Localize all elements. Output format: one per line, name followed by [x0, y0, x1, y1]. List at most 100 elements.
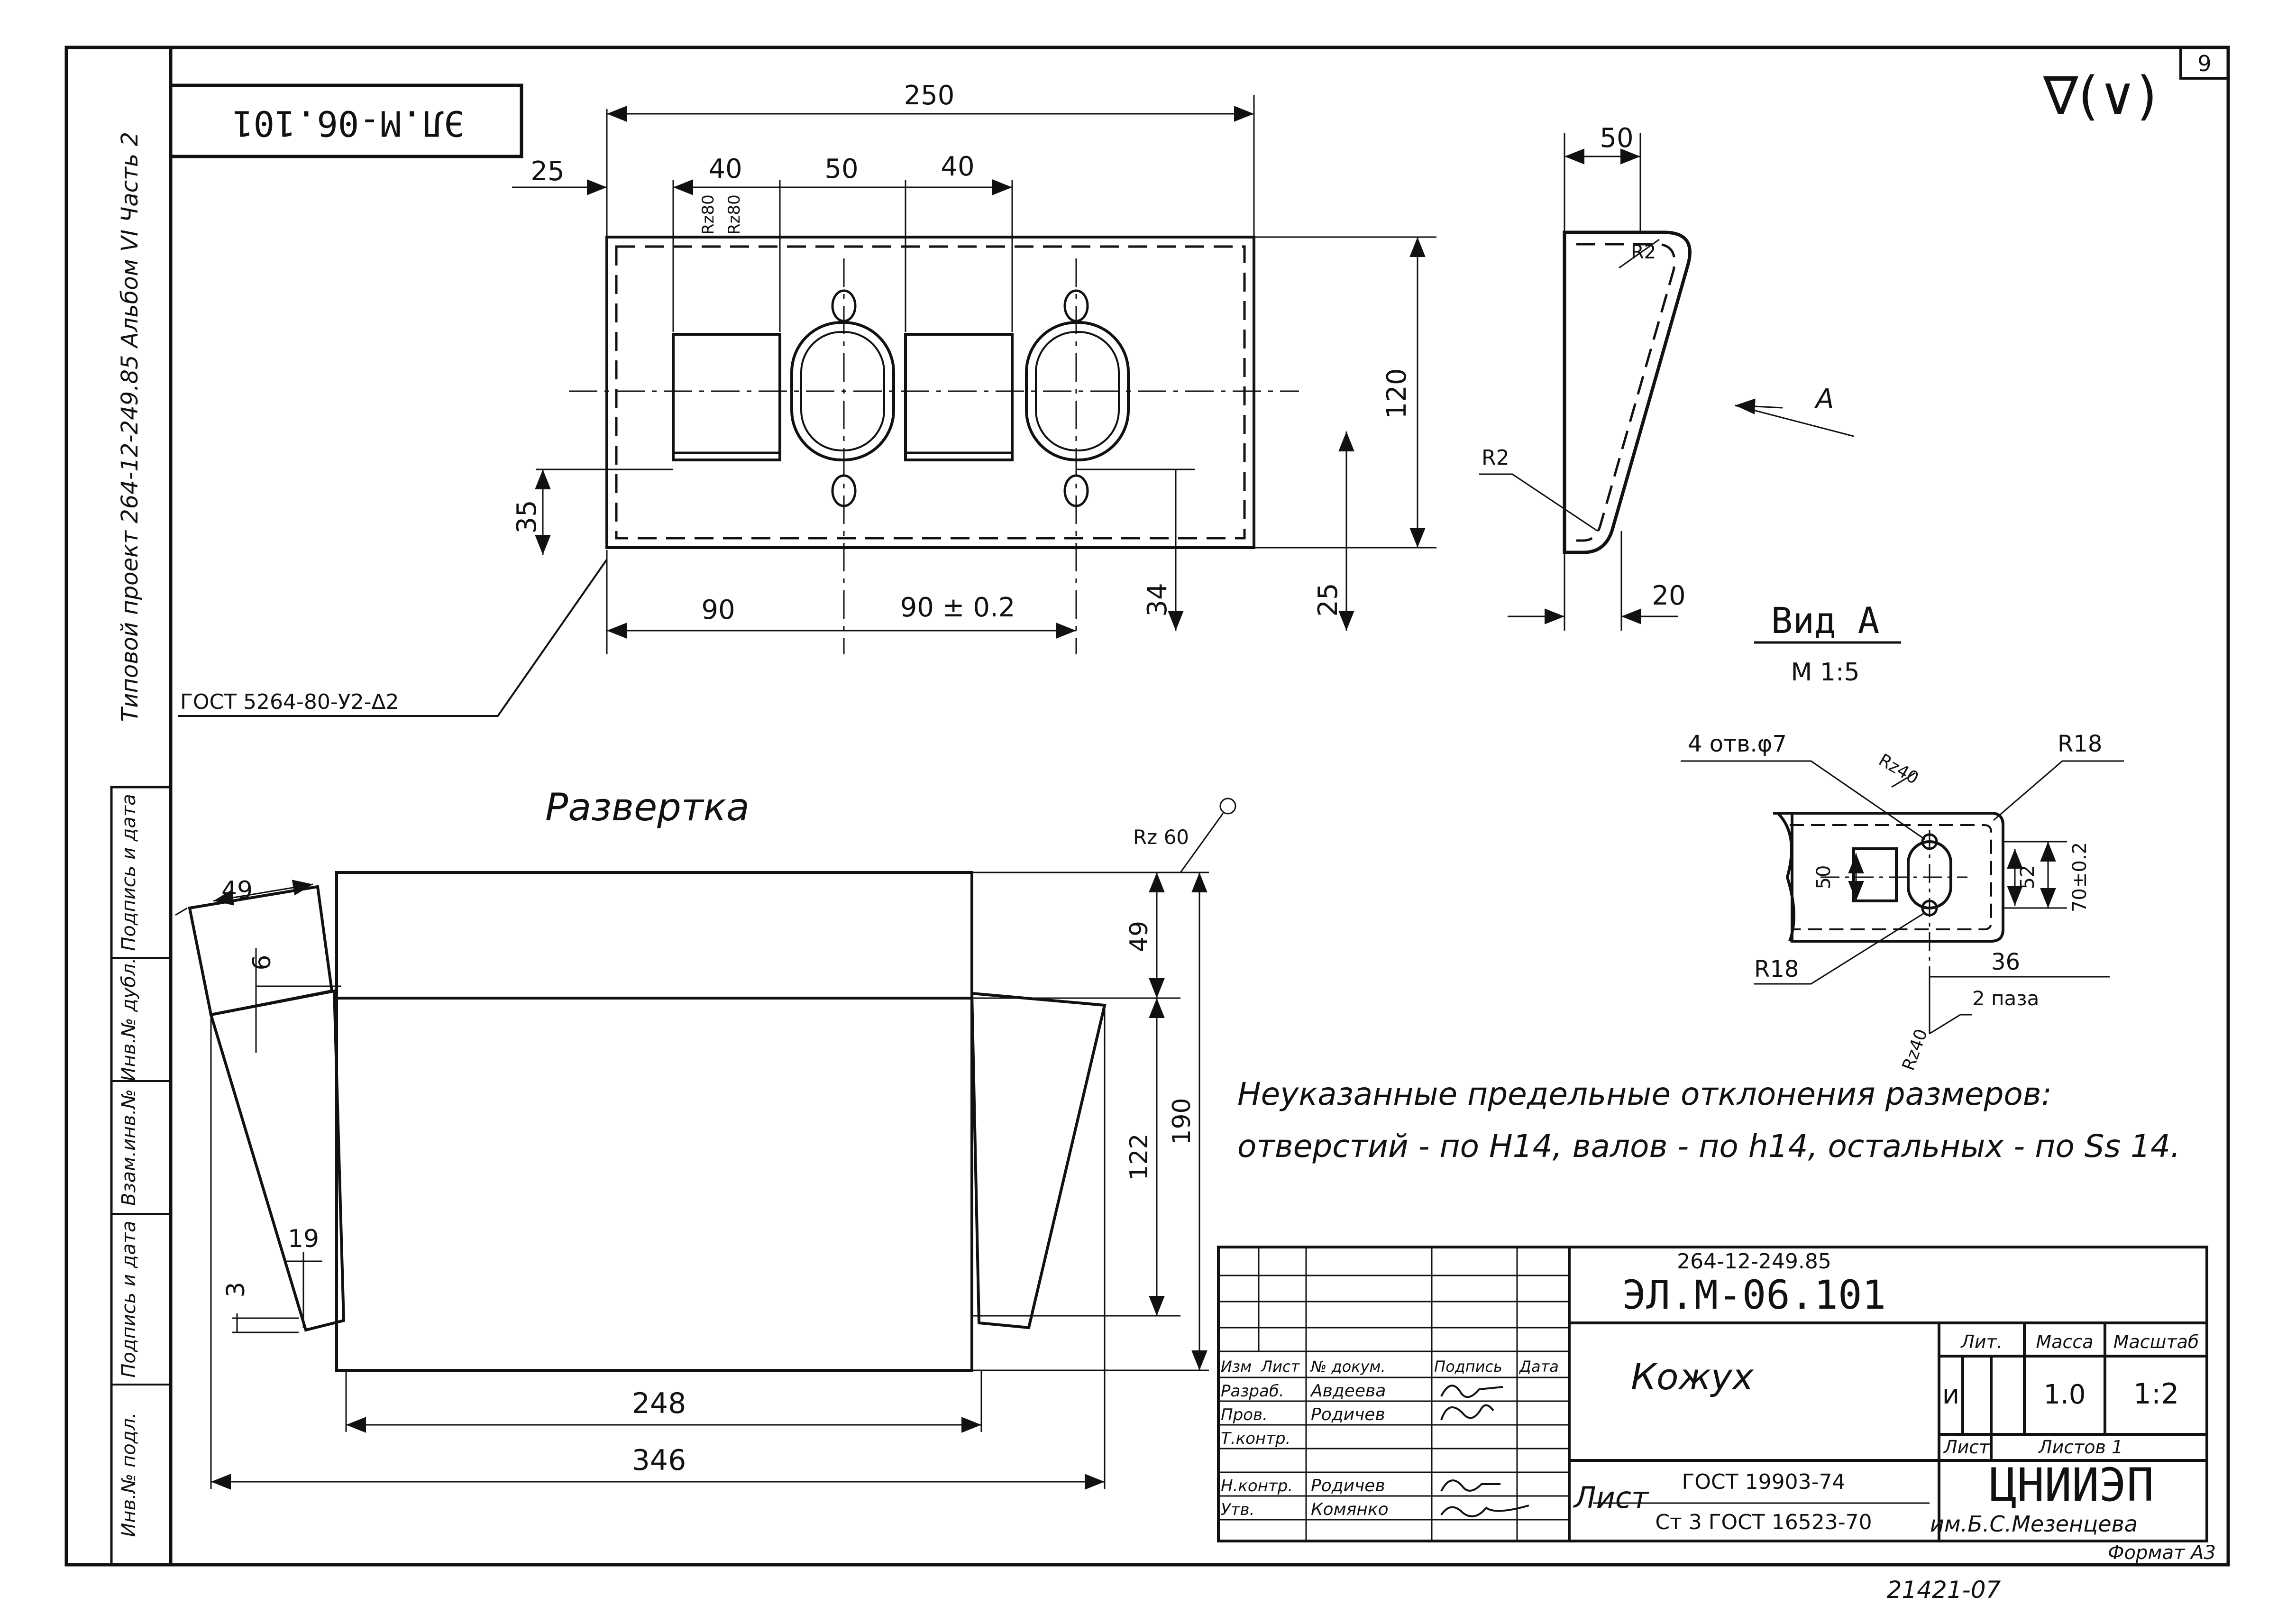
tb-header-date: Дата: [1518, 1358, 1559, 1376]
note-line-1: Неуказанные предельные отклонения размер…: [1237, 1076, 2052, 1112]
rotated-stamp-code: ЭЛ.М-06.101: [232, 102, 465, 143]
view-a-r18-bottom: R18: [1754, 956, 1799, 982]
dim-90: 90: [701, 595, 735, 625]
dev-dim-248: 248: [632, 1387, 686, 1420]
tb-header-sign: Подпись: [1434, 1358, 1502, 1376]
tb-name-approver: Комянко: [1311, 1500, 1389, 1519]
view-a-dim-50: 50: [1813, 865, 1835, 890]
side-dim-20: 20: [1652, 580, 1685, 611]
tb-mass-value: 1.0: [2043, 1379, 2086, 1410]
tb-role-ncontrol: Н.контр.: [1221, 1477, 1293, 1496]
side-view-dimension-lines: [1479, 133, 1854, 631]
top-view: 250 25 40 50 40 Rz80 Rz80 120 35 90 90 ±…: [178, 80, 1436, 717]
view-a-r18-top: R18: [2058, 731, 2102, 757]
development-view: Развертка: [175, 785, 1236, 1490]
development-dimension-lines: [175, 798, 1236, 1490]
view-a-scale: М 1:5: [1791, 658, 1859, 687]
rotated-stamp: ЭЛ.М-06.101: [169, 83, 523, 158]
tb-format: Формат А3: [2108, 1542, 2216, 1564]
tolerance-notes: Неуказанные предельные отклонения размер…: [1237, 1076, 2180, 1165]
weld-note: ГОСТ 5264-80-У2-Δ2: [180, 690, 399, 714]
dev-dim-49: 49: [1125, 921, 1153, 952]
margin-field-3: Взам.инв.№: [118, 1089, 140, 1206]
note-line-2: отверстий - по Н14, валов - по h14, оста…: [1237, 1128, 2180, 1165]
tb-designation: ЭЛ.М-06.101: [1622, 1272, 1886, 1318]
view-a-dim-36: 36: [1991, 949, 2020, 975]
dim-50: 50: [824, 154, 858, 184]
title-block: Изм Лист № докум. Подпись Дата Разраб. А…: [1217, 1246, 2216, 1564]
dim-40a: 40: [708, 154, 742, 184]
dim-35: 35: [512, 500, 542, 533]
dim-120: 120: [1381, 368, 1412, 419]
rectangular-window-2: [904, 333, 1014, 461]
roughness-corner-symbol: ∇(∨): [2043, 65, 2157, 126]
tb-name-developer: Авдеева: [1310, 1381, 1386, 1401]
side-view-profile: [1563, 230, 1692, 554]
side-r2-bottom: R2: [1482, 446, 1509, 470]
dev-dim-6: 6: [248, 954, 276, 970]
view-a-dim-70: 70±0.2: [2069, 842, 2091, 912]
tb-scale-label: Масштаб: [2113, 1331, 2199, 1352]
side-view: 50 R2 R2 20 A: [1479, 123, 1854, 631]
top-view-outline: [569, 236, 1299, 654]
view-a-title: Вид А: [1771, 599, 1880, 642]
dim-40b: 40: [941, 151, 974, 182]
rectangular-window-1: [672, 333, 781, 461]
view-a-rz40-bottom: Rz40: [1899, 1027, 1931, 1073]
margin-field-2: Инв.№ дубл.: [118, 958, 140, 1082]
tb-header-list: Лист: [1261, 1358, 1300, 1376]
view-a-dim-52: 52: [2017, 865, 2039, 890]
tb-sheets-label: Листов 1: [2038, 1437, 2123, 1458]
dim-rz80b: Rz80: [725, 194, 744, 235]
dev-dim-190: 190: [1168, 1098, 1196, 1145]
view-a-holes: 4 отв.φ7: [1688, 731, 1787, 757]
dev-dim-3: 3: [222, 1282, 250, 1297]
oval-opening-1: [790, 321, 895, 461]
tb-lit-label: Лит.: [1960, 1331, 2003, 1352]
margin-field-1: Подпись и дата: [118, 794, 140, 951]
project-reference: Типовой проект 264-12-249.85 Альбом VI Ч…: [117, 132, 143, 722]
tb-name-checker: Родичев: [1311, 1405, 1385, 1424]
tb-project-code: 264-12-249.85: [1677, 1249, 1831, 1274]
tb-role-developer: Разраб.: [1221, 1382, 1284, 1401]
oval-opening-2: [1025, 321, 1130, 461]
view-a-arrow-label: A: [1814, 384, 1834, 414]
dev-dim-122: 122: [1125, 1133, 1153, 1180]
sheet-number: 9: [2197, 51, 2211, 76]
dim-34: 34: [1142, 583, 1173, 616]
mounting-holes: [831, 289, 1089, 507]
signature-scribbles: [1440, 1385, 1529, 1517]
tb-role-checker: Пров.: [1221, 1405, 1268, 1424]
tb-organization: ЦНИИЭП: [1990, 1459, 2154, 1512]
tb-name-ncontrol: Родичев: [1311, 1476, 1385, 1496]
side-dim-50: 50: [1600, 123, 1633, 154]
left-margin-strip: Подпись и дата Инв.№ дубл. Взам.инв.№ По…: [110, 132, 172, 1566]
tb-header-doc: № докум.: [1310, 1358, 1386, 1376]
tb-material-gost: ГОСТ 19903-74: [1682, 1470, 1846, 1494]
tb-mass-label: Масса: [2036, 1331, 2093, 1352]
view-a: Вид А М 1:5 4 отв.φ7: [1681, 599, 2124, 1073]
dev-dim-49-flap: 49: [221, 876, 253, 905]
development-title: Развертка: [545, 785, 750, 829]
tb-lit-value: и: [1942, 1379, 1959, 1410]
archive-number: 21421-07: [1887, 1576, 2001, 1604]
tb-sheet-label: Лист: [1943, 1437, 1990, 1458]
tb-material-prefix: Лист: [1573, 1480, 1649, 1515]
margin-field-5: Инв.№ подл.: [118, 1412, 140, 1537]
dev-dim-19: 19: [288, 1225, 319, 1253]
view-a-dimension-lines: [1681, 760, 2124, 1035]
dev-dim-346: 346: [632, 1444, 686, 1477]
sheet-frame: [64, 46, 2230, 1567]
tb-role-approver: Утв.: [1221, 1500, 1254, 1519]
dim-250: 250: [904, 80, 955, 111]
sheet-number-box: 9: [2179, 46, 2230, 80]
tb-role-tcontrol: Т.контр.: [1221, 1429, 1290, 1448]
development-outline: [188, 871, 1107, 1372]
dim-90-tolerance: 90 ± 0.2: [900, 592, 1015, 623]
dim-25: 25: [531, 156, 564, 187]
tb-header-izm: Изм: [1221, 1358, 1252, 1376]
weld-note-leader: [178, 559, 608, 717]
dim-25b: 25: [1313, 583, 1344, 616]
dev-rz60: Rz 60: [1133, 826, 1189, 849]
tb-organization-sub: им.Б.С.Мезенцева: [1930, 1511, 2138, 1537]
